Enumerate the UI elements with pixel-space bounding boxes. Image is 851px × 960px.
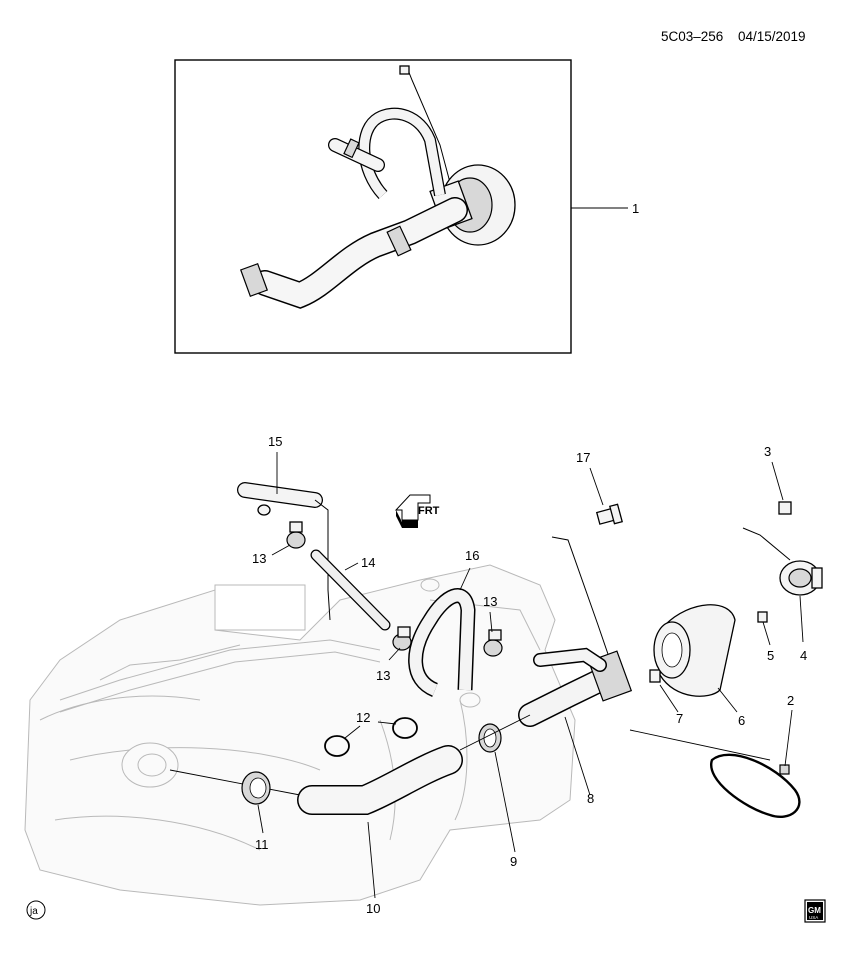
callout-11: 11 — [255, 837, 269, 852]
callout-13c: 13 — [483, 594, 497, 609]
ground-wire — [551, 536, 611, 661]
callout-5: 5 — [767, 648, 774, 663]
callout-1: 1 — [632, 201, 639, 216]
svg-text:USA: USA — [809, 915, 818, 920]
diagram-code: 5C03–256 — [661, 29, 723, 44]
part-4-cap-assembly: 4 — [742, 527, 823, 663]
part-16-vent-loop: 16 — [408, 548, 479, 697]
svg-text:ja: ja — [29, 906, 38, 917]
part-11-clamp: 11 — [241, 771, 271, 852]
callout-4: 4 — [800, 648, 807, 663]
gm-logo: GM USA — [804, 899, 826, 923]
svg-text:GM: GM — [808, 906, 821, 915]
callout-13a: 13 — [252, 551, 266, 566]
front-direction-marker: FRT — [394, 494, 440, 528]
callout-16: 16 — [465, 548, 479, 563]
part-6-housing: 6 — [653, 604, 745, 728]
callout-3: 3 — [764, 444, 771, 459]
part-3-nut: 3 — [764, 444, 792, 515]
part-15-vent-hose: 15 — [237, 434, 331, 621]
part-2-tether-ring: 2 — [710, 693, 801, 818]
callout-2: 2 — [787, 693, 794, 708]
diagram-date: 04/15/2019 — [738, 29, 806, 44]
callout-8: 8 — [587, 791, 594, 806]
callout-12: 12 — [356, 710, 370, 725]
part-13-clamp-c: 13 — [483, 594, 503, 657]
callout-14: 14 — [361, 555, 375, 570]
assembly-inset: 1 — [174, 59, 639, 354]
part-13-clamp-b: 13 — [376, 626, 412, 683]
part-13-clamp-a: 13 — [252, 521, 306, 566]
part-9-clamp: 9 — [478, 723, 517, 869]
callout-7: 7 — [676, 711, 683, 726]
callout-17: 17 — [576, 450, 590, 465]
callout-9: 9 — [510, 854, 517, 869]
part-8-filler-neck: 8 — [518, 647, 633, 806]
part-5-screw: 5 — [757, 611, 774, 663]
fuel-tank-outline — [24, 564, 576, 906]
part-14-vent-tube: 14 — [310, 549, 391, 631]
assembly-axis-line — [169, 769, 301, 796]
part-17-bolt: 17 — [576, 450, 623, 525]
callout-6: 6 — [738, 713, 745, 728]
front-direction-label: FRT — [418, 505, 440, 517]
part-12-clamps: 12 — [324, 710, 418, 757]
callout-10: 10 — [366, 901, 380, 916]
part-10-filler-hose: 10 — [297, 745, 463, 916]
callout-13b: 13 — [376, 668, 390, 683]
callout-15: 15 — [268, 434, 282, 449]
illustrator-badge: ja — [26, 900, 46, 920]
